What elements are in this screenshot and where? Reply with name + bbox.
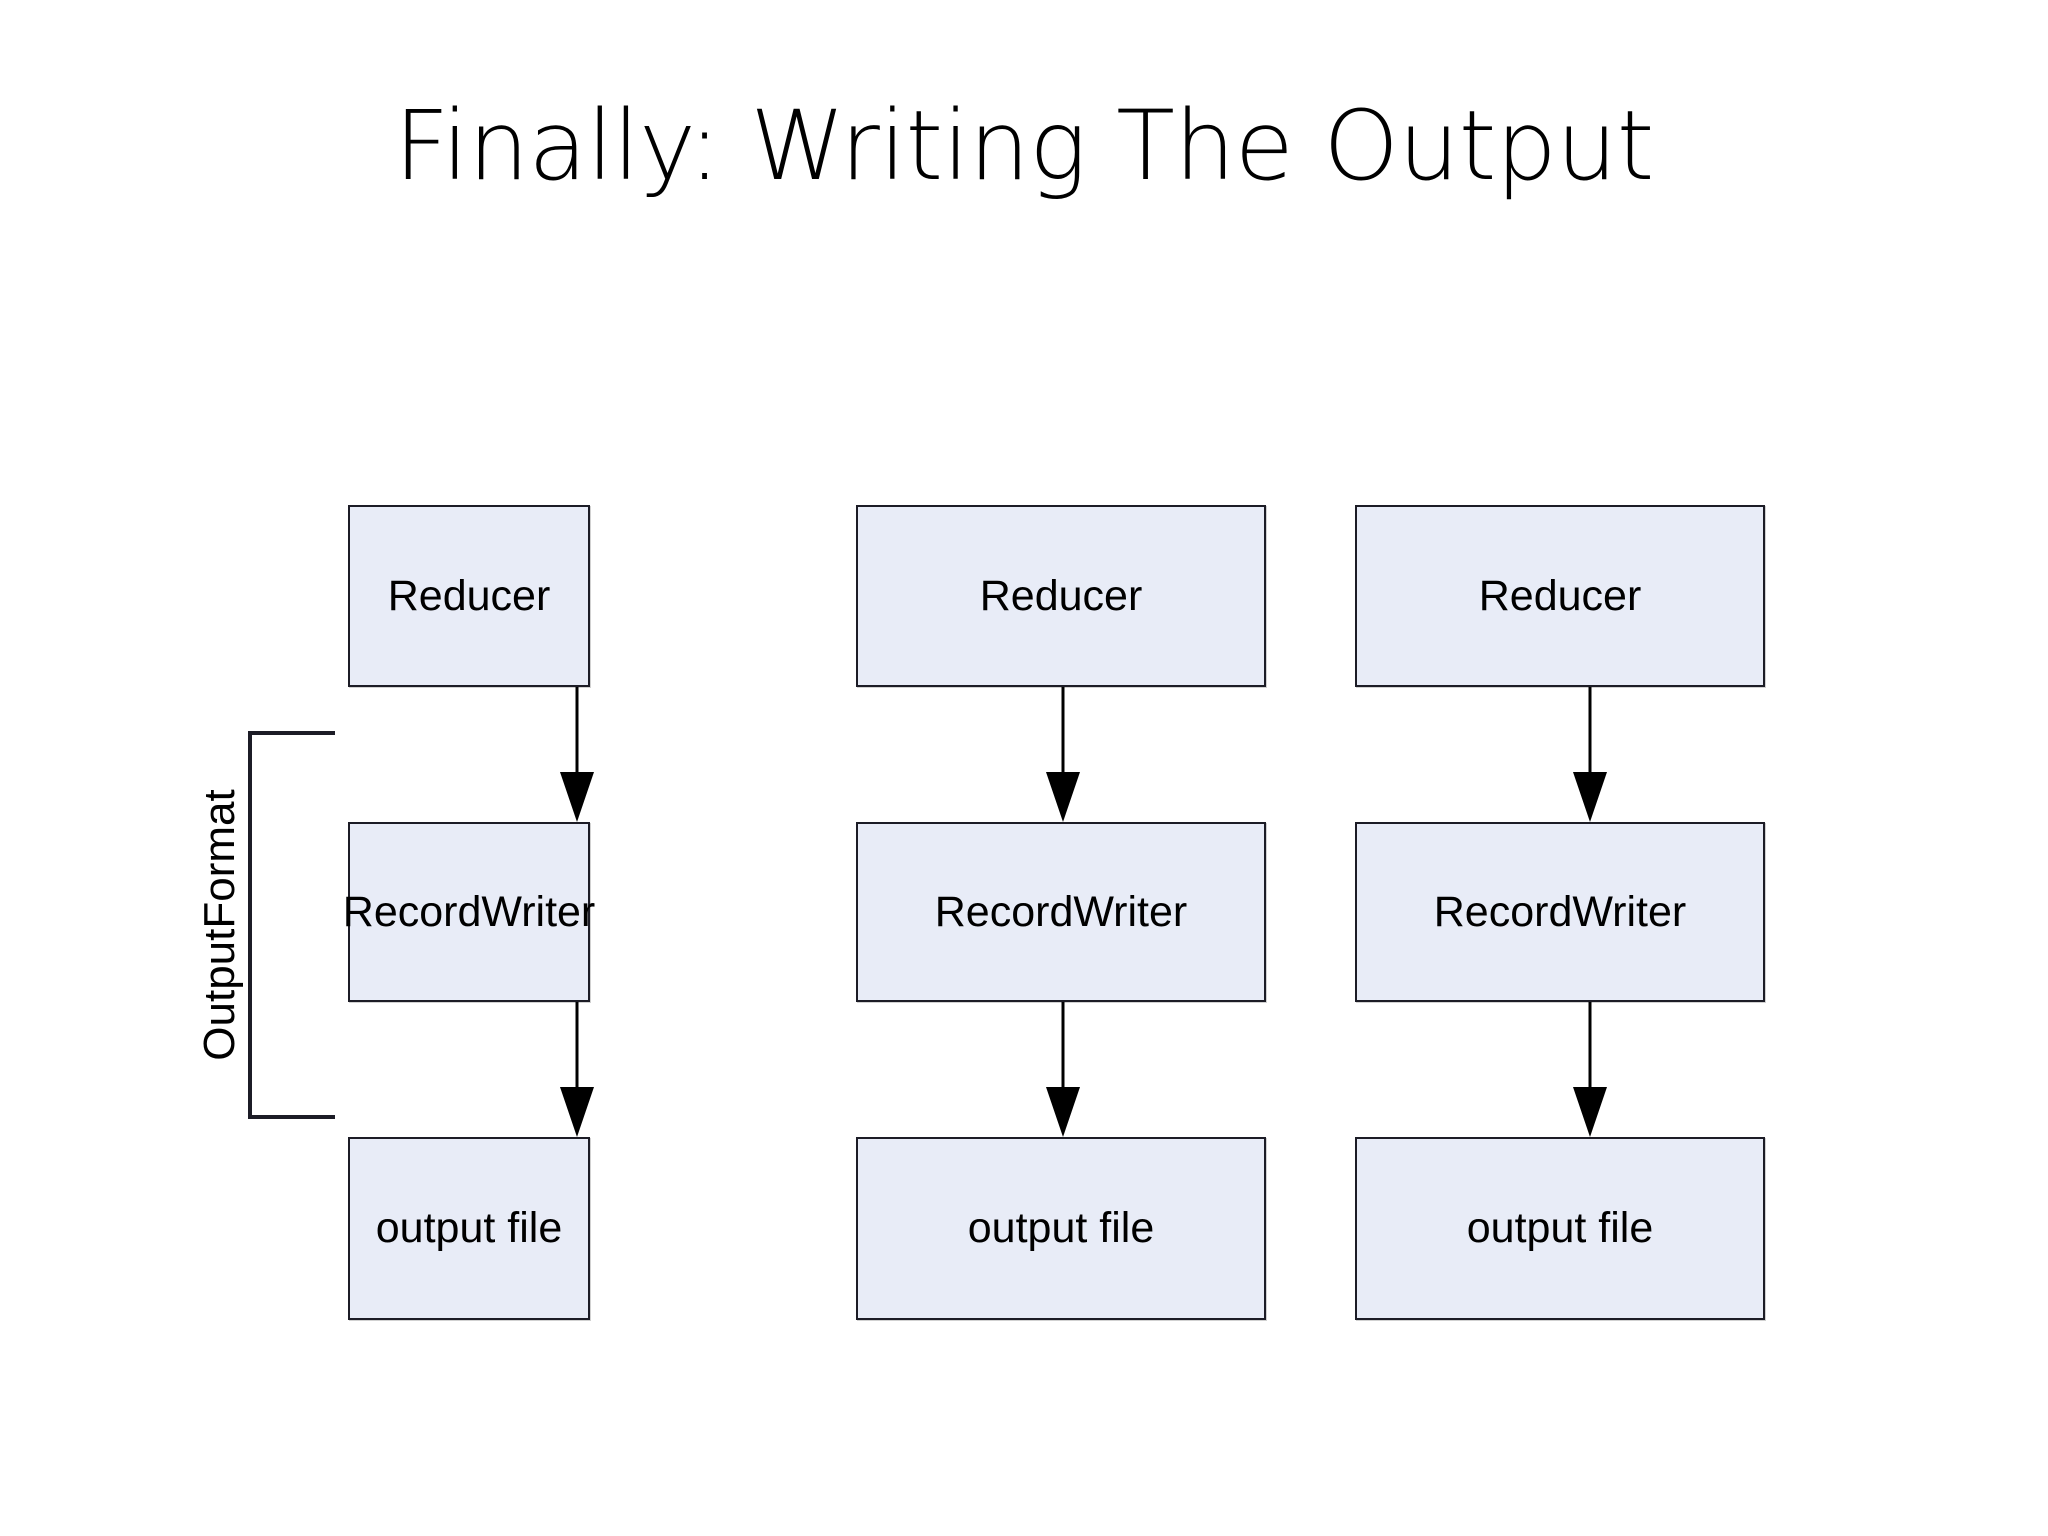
node-label: RecordWriter xyxy=(1433,887,1687,936)
node-label: RecordWriter xyxy=(934,887,1188,936)
node-label: Reducer xyxy=(979,571,1143,620)
node-recordwriter-2[interactable]: RecordWriter xyxy=(856,822,1266,1002)
arrow-reducer-2-to-recordwriter-2 xyxy=(1046,687,1080,822)
node-outputfile-2[interactable]: output file xyxy=(856,1137,1266,1320)
node-reducer-3[interactable]: Reducer xyxy=(1355,505,1765,687)
node-recordwriter-3[interactable]: RecordWriter xyxy=(1355,822,1765,1002)
outputformat-bracket-icon xyxy=(248,731,335,1119)
arrow-recordwriter-3-to-outputfile-3 xyxy=(1573,1002,1607,1137)
node-outputfile-1[interactable]: output file xyxy=(348,1137,590,1320)
arrow-reducer-1-to-recordwriter-1 xyxy=(560,687,594,822)
node-label: output file xyxy=(967,1204,1155,1252)
page-title: Finally: Writing The Output xyxy=(394,90,1654,202)
node-label: output file xyxy=(375,1204,563,1252)
node-label: output file xyxy=(1466,1204,1654,1252)
node-label: Reducer xyxy=(1478,571,1642,620)
node-recordwriter-1[interactable]: RecordWriter xyxy=(343,822,595,1002)
arrow-reducer-3-to-recordwriter-3 xyxy=(1573,687,1607,822)
node-label: RecordWriter xyxy=(342,887,596,936)
node-outputfile-3[interactable]: output file xyxy=(1355,1137,1765,1320)
arrow-recordwriter-1-to-outputfile-1 xyxy=(560,1002,594,1137)
node-reducer-2[interactable]: Reducer xyxy=(856,505,1266,687)
arrow-recordwriter-2-to-outputfile-2 xyxy=(1046,1002,1080,1137)
outputformat-group-label: OutputFormat xyxy=(195,789,244,1061)
node-label: Reducer xyxy=(387,571,551,620)
node-reducer-1[interactable]: Reducer xyxy=(348,505,590,687)
